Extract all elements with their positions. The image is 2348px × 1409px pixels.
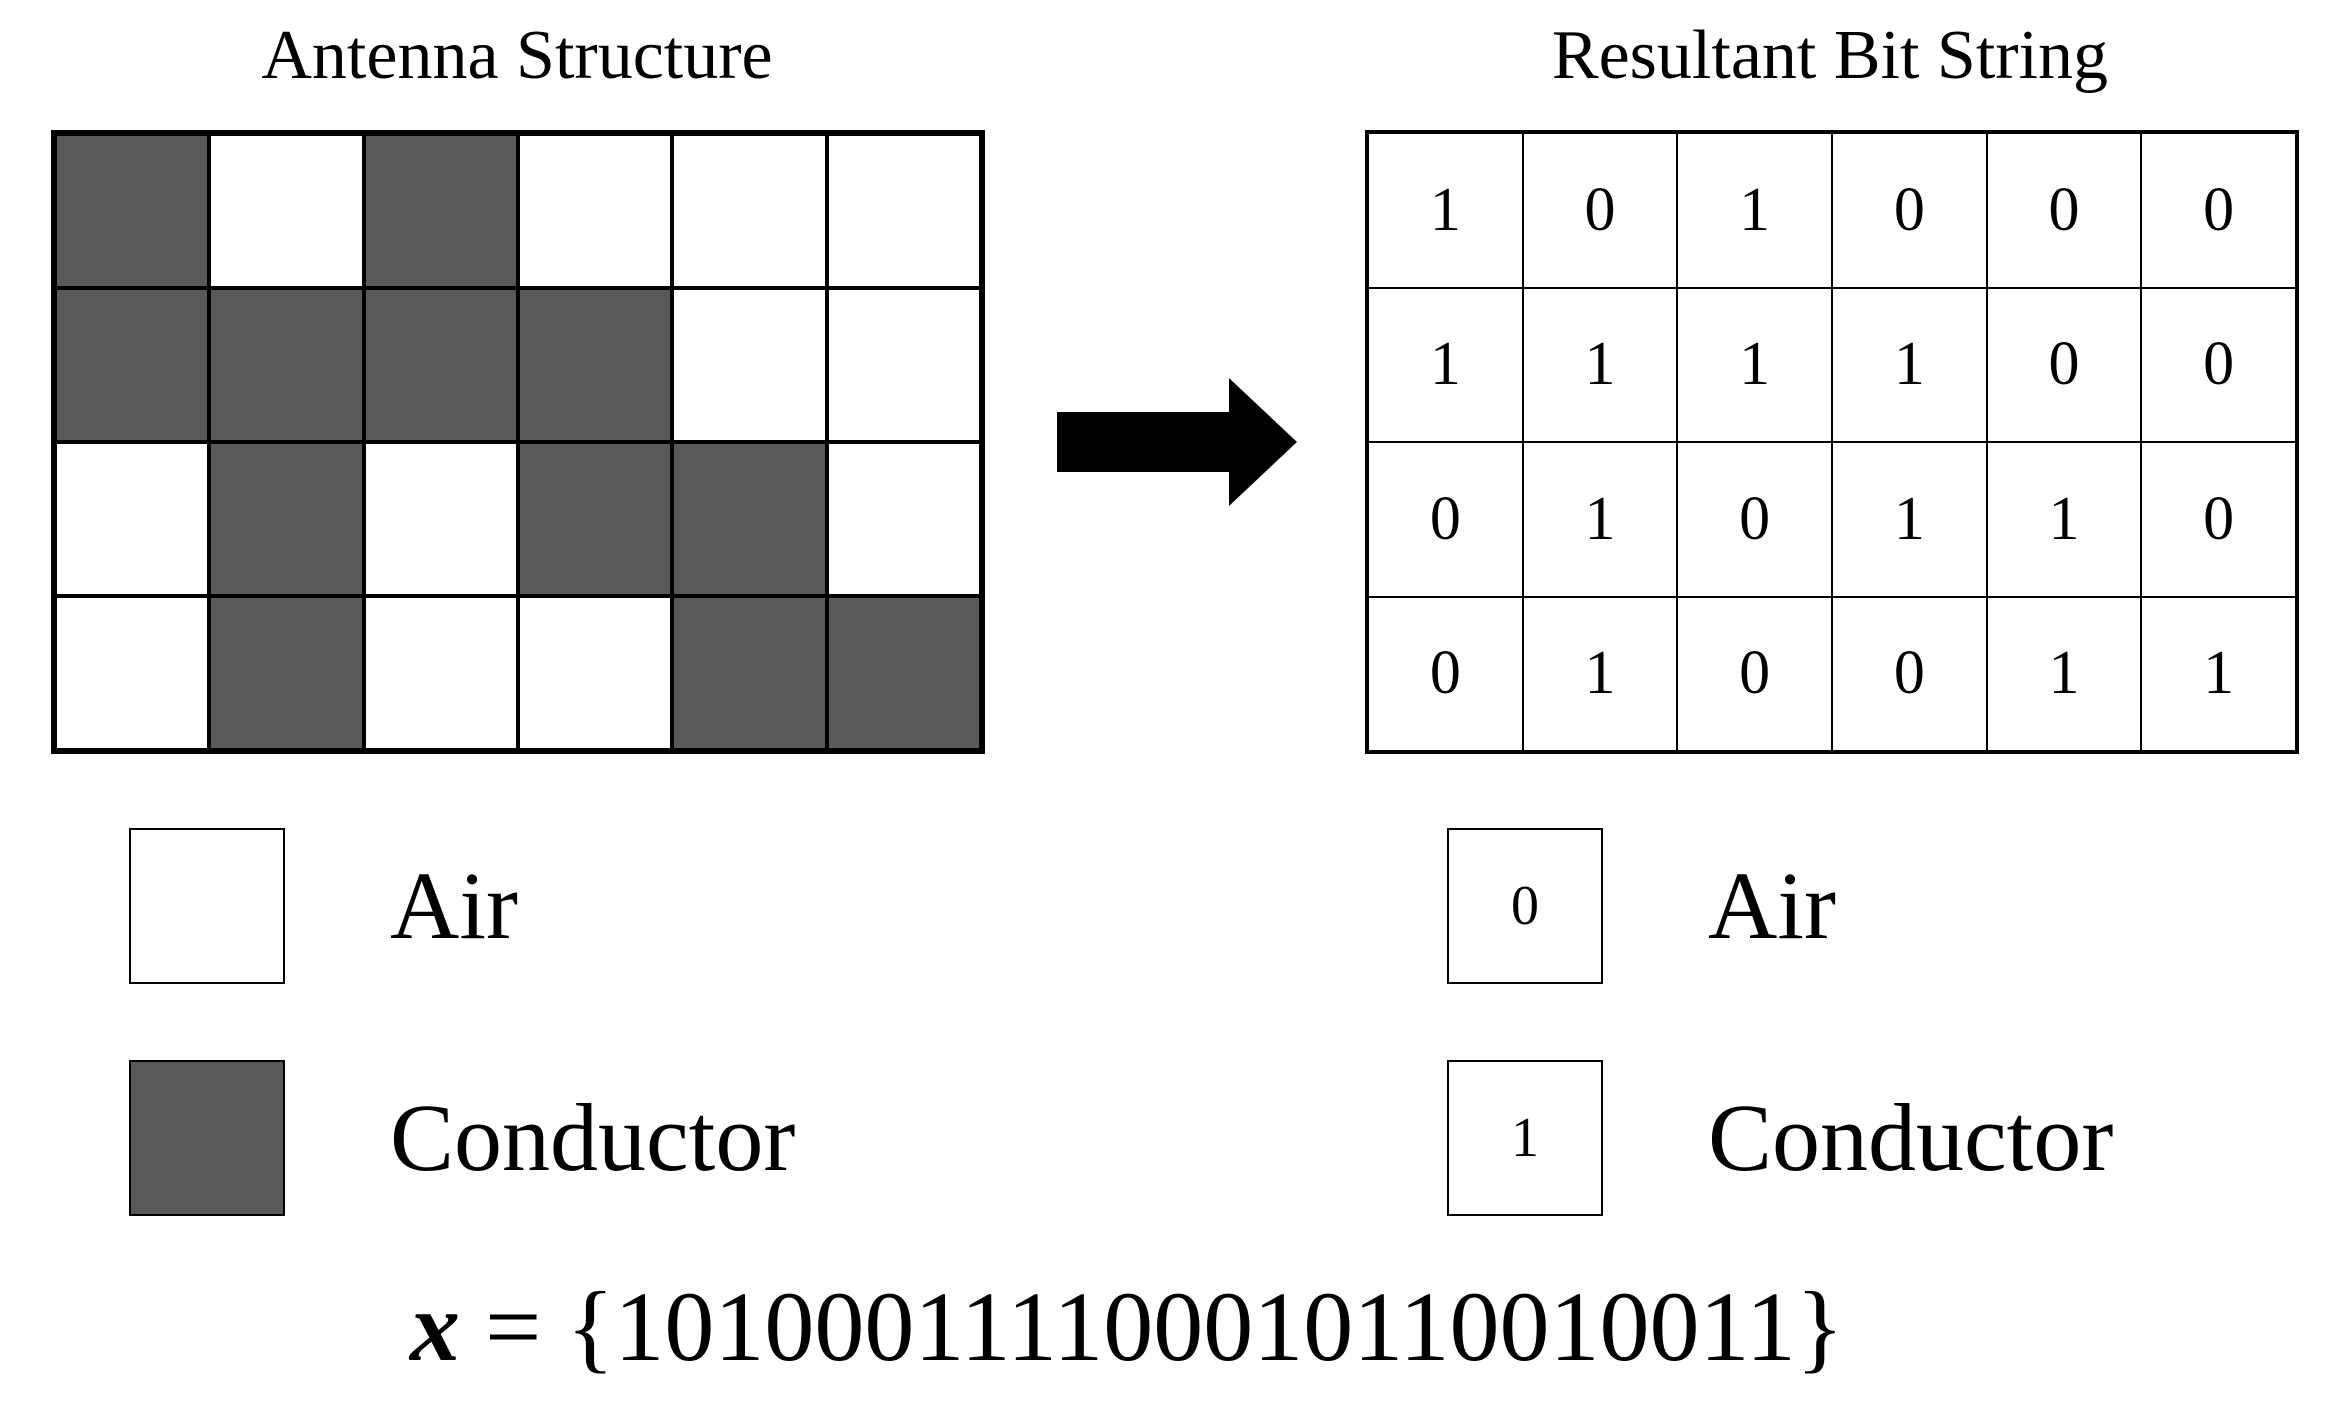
bit-cell: 1 (1368, 133, 1523, 288)
bit-cell: 1 (1986, 442, 2142, 597)
bit-cell: 0 (2141, 133, 2296, 288)
conductor-cell (55, 288, 210, 442)
bit-cell: 1 (1522, 287, 1678, 442)
antenna-structure-title: Antenna Structure (261, 17, 773, 94)
conductor-cell (826, 596, 981, 750)
antenna-grid (51, 130, 985, 754)
bit-cell: 1 (1986, 596, 2142, 751)
bit-string-equation: x = {101000111100010110010011} (410, 1262, 1844, 1392)
legend-conductor-label: Conductor (390, 1084, 796, 1191)
equation-variable: x (410, 1271, 460, 1382)
conductor-cell (209, 596, 364, 750)
bit-cell: 0 (1368, 596, 1523, 751)
legend-air-label: Air (390, 852, 518, 959)
bit-cell: 0 (1986, 287, 2142, 442)
bit-cell: 1 (1368, 287, 1523, 442)
legend-air-swatch (129, 828, 285, 984)
conductor-cell (209, 288, 364, 442)
bit-cell: 1 (1677, 133, 1832, 288)
air-cell (517, 134, 673, 288)
air-cell (672, 134, 827, 288)
conductor-cell (672, 596, 827, 750)
bit-cell: 1 (1832, 442, 1987, 597)
air-cell (55, 442, 210, 596)
conductor-cell (363, 134, 518, 288)
air-cell (826, 442, 981, 596)
bit-cell: 1 (1677, 287, 1832, 442)
air-cell (55, 596, 210, 750)
bit-string-title: Resultant Bit String (1551, 17, 2109, 94)
bit-cell: 0 (2141, 287, 2296, 442)
bit-cell: 0 (1522, 133, 1678, 288)
legend-bit-conductor-label: Conductor (1708, 1084, 2114, 1191)
conductor-cell (517, 288, 673, 442)
bit-cell: 1 (2141, 596, 2296, 751)
bit-cell: 1 (1832, 287, 1987, 442)
conductor-cell (363, 288, 518, 442)
conductor-cell (672, 442, 827, 596)
equation-value: = {101000111100010110010011} (460, 1271, 1844, 1382)
air-cell (826, 134, 981, 288)
conductor-cell (517, 442, 673, 596)
conductor-cell (209, 442, 364, 596)
bit-cell: 1 (1522, 442, 1678, 597)
right-arrow-icon (1057, 378, 1297, 506)
air-cell (209, 134, 364, 288)
bit-cell: 1 (1522, 596, 1678, 751)
legend-bit-air-label: Air (1708, 852, 1836, 959)
bit-cell: 0 (1677, 596, 1832, 751)
bit-cell: 0 (1832, 133, 1987, 288)
legend-bit-one-swatch: 1 (1447, 1060, 1603, 1216)
legend-bit-zero-swatch: 0 (1447, 828, 1603, 984)
bit-cell: 0 (1832, 596, 1987, 751)
bit-cell: 0 (1677, 442, 1832, 597)
air-cell (672, 288, 827, 442)
legend-conductor-swatch (129, 1060, 285, 1216)
air-cell (363, 596, 518, 750)
bit-cell: 0 (2141, 442, 2296, 597)
air-cell (363, 442, 518, 596)
bit-cell: 0 (1368, 442, 1523, 597)
air-cell (517, 596, 673, 750)
air-cell (826, 288, 981, 442)
bit-cell: 0 (1986, 133, 2142, 288)
conductor-cell (55, 134, 210, 288)
